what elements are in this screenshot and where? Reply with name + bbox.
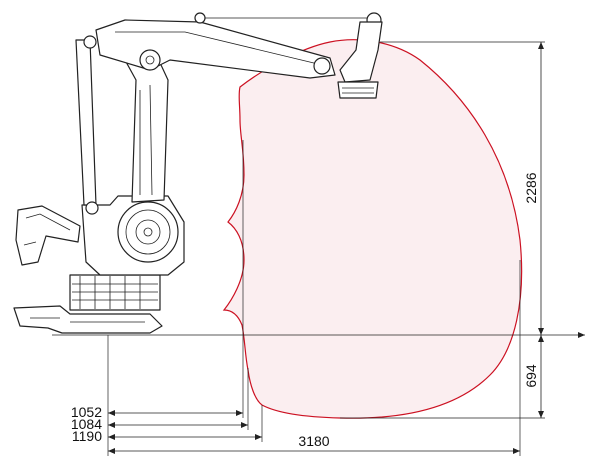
robot-parallel-rod [75, 39, 97, 206]
robot-lower-arm [124, 51, 169, 203]
robot-flange [337, 81, 379, 99]
robot-counterweight [15, 205, 81, 266]
robot-illustration [13, 12, 383, 334]
work-envelope [222, 39, 523, 419]
dim-label-694: 694 [523, 364, 539, 388]
dim-label-1052: 1052 [71, 404, 102, 420]
robot-base-plate [13, 305, 163, 334]
robot-joint-disc [117, 201, 179, 263]
dim-label-2286: 2286 [523, 172, 539, 203]
dim-label-1190: 1190 [72, 428, 102, 444]
robot-wrist [339, 21, 383, 83]
robot-base [69, 274, 161, 311]
dim-label-1084: 1084 [71, 416, 102, 432]
dim-label-3180: 3180 [298, 433, 329, 449]
